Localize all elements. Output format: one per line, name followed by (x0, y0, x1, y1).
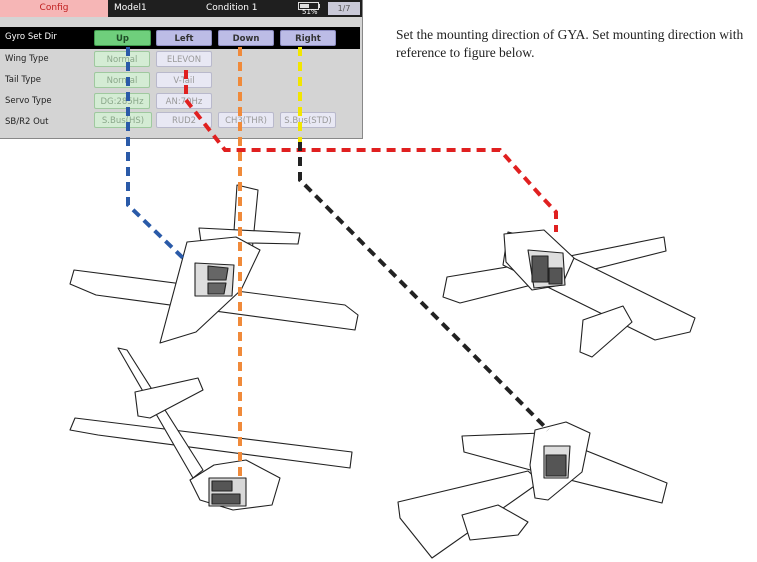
wing-type-label: Wing Type (5, 54, 49, 64)
top-bar: Config Model1 Condition 1 51% 1/7 (0, 0, 362, 17)
wing-type-elevon-button[interactable]: ELEVON (156, 51, 212, 67)
servo-type-digital-button[interactable]: DG:285Hz (94, 93, 150, 109)
airplane-right-orientation (397, 421, 668, 559)
sbr2-ch3-thr-button[interactable]: CH3(THR) (218, 112, 274, 128)
airplane-left-orientation (442, 229, 696, 358)
config-tab[interactable]: Config (0, 0, 108, 17)
servo-type-label: Servo Type (5, 96, 52, 106)
tail-type-normal-button[interactable]: Normal (94, 72, 150, 88)
sbr2-sbus-hs-button[interactable]: S.Bus(HS) (94, 112, 152, 128)
gyro-dir-left-button[interactable]: Left (156, 30, 212, 46)
tail-type-label: Tail Type (5, 75, 41, 85)
airplane-up-orientation (69, 184, 359, 344)
transmitter-screen: Config Model1 Condition 1 51% 1/7 Gyro S… (0, 0, 363, 139)
up-leader-line (126, 47, 185, 260)
sbr2-sbus-std-button[interactable]: S.Bus(STD) (280, 112, 336, 128)
model-name: Model1 (114, 3, 147, 13)
airplane-down-orientation (69, 347, 353, 511)
gyro-set-dir-label: Gyro Set Dir (5, 32, 57, 42)
gyro-dir-right-button[interactable]: Right (280, 30, 336, 46)
battery-terminal (318, 4, 320, 8)
sbr2-out-label: SB/R2 Out (5, 117, 49, 127)
left-leader-line (184, 70, 558, 232)
condition-label: Condition 1 (206, 3, 258, 13)
battery-percent: 51% (302, 8, 318, 16)
page-indicator[interactable]: 1/7 (328, 2, 360, 15)
battery-indicator: 51% (294, 1, 324, 16)
gyro-dir-down-button[interactable]: Down (218, 30, 274, 46)
wing-type-normal-button[interactable]: Normal (94, 51, 150, 67)
instruction-text: Set the mounting direction of GYA. Set m… (396, 27, 744, 60)
gyro-dir-up-button[interactable]: Up (94, 30, 151, 46)
battery-fill (300, 4, 309, 8)
right-leader-line-lower (298, 142, 550, 432)
